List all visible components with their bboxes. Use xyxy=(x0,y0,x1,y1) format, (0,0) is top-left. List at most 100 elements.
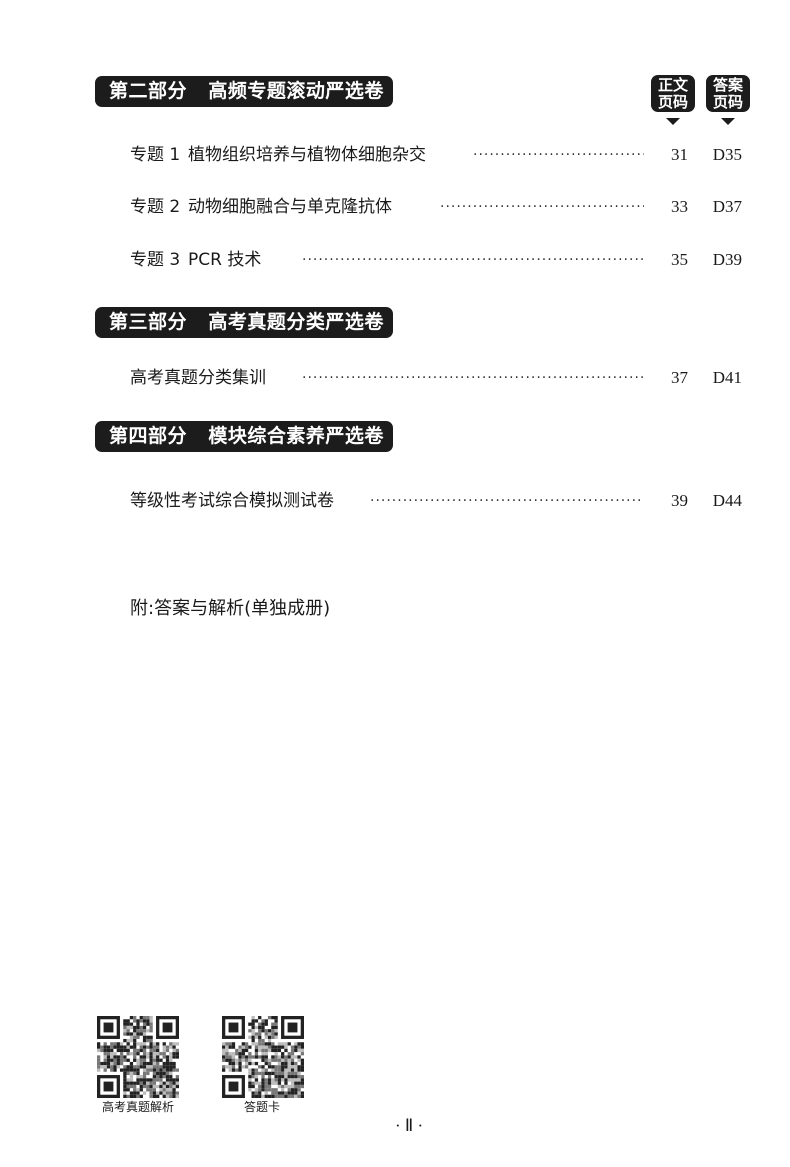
qr-module xyxy=(254,1042,259,1046)
qr-module xyxy=(136,1058,140,1062)
qr-module xyxy=(119,1061,124,1066)
qr-module xyxy=(139,1075,143,1079)
qr-label: 答题卡 xyxy=(243,1100,280,1114)
qr-module xyxy=(159,1084,163,1089)
qr-module xyxy=(254,1091,259,1095)
qr-module xyxy=(264,1029,268,1033)
qr-module xyxy=(251,1022,255,1026)
qr-module xyxy=(228,1052,232,1056)
qr-module xyxy=(274,1094,278,1098)
qr-module xyxy=(169,1091,173,1095)
qr-module xyxy=(251,1042,255,1046)
qr-module xyxy=(281,1078,285,1082)
qr-module xyxy=(284,1078,288,1082)
qr-module xyxy=(103,1058,107,1062)
qr-module xyxy=(241,1042,245,1046)
qr-module xyxy=(300,1045,304,1049)
qr-module xyxy=(169,1061,173,1066)
qr-module xyxy=(139,1058,143,1062)
qr-module xyxy=(126,1071,130,1076)
qr-module xyxy=(139,1065,143,1069)
entry-title: PCR 技术 xyxy=(188,250,262,270)
qr-module xyxy=(152,1042,157,1046)
leader-dots: ········································… xyxy=(440,199,644,215)
qr-module xyxy=(119,1068,124,1072)
qr-module xyxy=(254,1078,259,1082)
qr-module xyxy=(287,1075,291,1079)
column-header-line: 页码 xyxy=(712,93,743,111)
qr-module xyxy=(126,1094,130,1098)
qr-module xyxy=(142,1035,147,1039)
qr-module xyxy=(97,1055,101,1059)
qr-module xyxy=(248,1052,252,1056)
qr-code-answer-sheet[interactable] xyxy=(222,1016,304,1098)
qr-module xyxy=(162,1055,166,1059)
qr-module xyxy=(281,1068,285,1072)
qr-module xyxy=(136,1088,140,1092)
qr-module xyxy=(271,1065,275,1069)
qr-module xyxy=(287,1071,291,1076)
qr-module xyxy=(149,1068,153,1072)
entry-number: 专题 3 xyxy=(130,250,181,270)
qr-module xyxy=(284,1042,288,1046)
qr-module xyxy=(162,1048,166,1053)
toc-entry[interactable]: 高考真题分类集训 ·······························… xyxy=(130,366,742,390)
qr-module xyxy=(123,1084,127,1089)
qr-module xyxy=(116,1042,120,1046)
qr-module xyxy=(290,1045,295,1049)
qr-module xyxy=(297,1065,301,1069)
qr-module xyxy=(254,1068,259,1072)
qr-module xyxy=(162,1071,166,1076)
entry-number: 专题 1 xyxy=(130,145,181,165)
qr-module xyxy=(165,1094,170,1098)
qr-module xyxy=(159,1078,163,1082)
qr-module xyxy=(294,1075,298,1079)
qr-module xyxy=(126,1084,130,1089)
qr-module xyxy=(133,1032,137,1036)
qr-module xyxy=(129,1022,134,1026)
qr-module xyxy=(100,1048,104,1053)
qr-module xyxy=(225,1055,229,1059)
qr-module xyxy=(129,1045,134,1049)
qr-module xyxy=(238,1052,242,1056)
qr-module xyxy=(231,1058,236,1062)
qr-module xyxy=(281,1042,285,1046)
qr-module xyxy=(287,1094,291,1098)
qr-module xyxy=(149,1081,153,1085)
qr-module xyxy=(136,1025,140,1030)
qr-module xyxy=(297,1055,301,1059)
qr-module xyxy=(123,1022,127,1026)
column-header-body-page: 正文 页码 xyxy=(651,75,695,112)
qr-module xyxy=(152,1045,157,1049)
qr-module xyxy=(277,1081,282,1085)
qr-module xyxy=(129,1081,134,1085)
toc-entry[interactable]: 等级性考试综合模拟测试卷 ···························… xyxy=(130,489,742,513)
qr-module xyxy=(142,1025,147,1030)
qr-finder xyxy=(287,1022,298,1033)
qr-module xyxy=(133,1091,137,1095)
qr-module xyxy=(146,1035,150,1039)
qr-module xyxy=(290,1052,295,1056)
qr-module xyxy=(123,1065,127,1069)
qr-module xyxy=(258,1084,262,1089)
qr-module xyxy=(123,1078,127,1082)
qr-module xyxy=(126,1052,130,1056)
qr-module xyxy=(133,1016,137,1020)
qr-module xyxy=(172,1091,176,1095)
qr-module xyxy=(248,1081,252,1085)
qr-module xyxy=(264,1071,268,1076)
qr-module xyxy=(97,1058,101,1062)
qr-module xyxy=(225,1052,229,1056)
qr-code-exam-analysis[interactable] xyxy=(97,1016,179,1098)
qr-module xyxy=(284,1055,288,1059)
qr-module xyxy=(152,1055,157,1059)
qr-module xyxy=(126,1038,130,1043)
qr-module xyxy=(284,1045,288,1049)
qr-module xyxy=(126,1032,130,1036)
qr-module xyxy=(251,1091,255,1095)
qr-module xyxy=(235,1052,239,1056)
qr-module xyxy=(277,1075,282,1079)
